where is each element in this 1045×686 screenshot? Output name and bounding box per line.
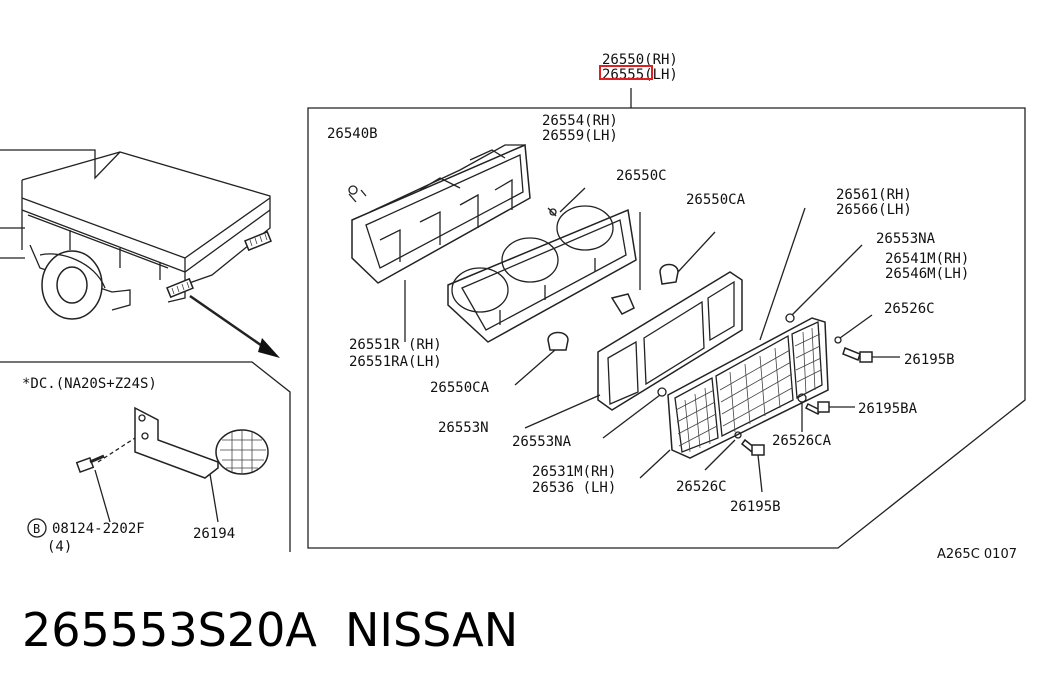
label-26551r-rh: 26551R (RH) xyxy=(349,337,442,353)
bulbs xyxy=(514,212,716,386)
label-26546m-lh: 26546M(LH) xyxy=(885,266,969,282)
label-26554-rh: 26554(RH) xyxy=(542,113,618,129)
label-26559-lh: 26559(LH) xyxy=(542,128,618,144)
label-26551ra-lh: 26551RA(LH) xyxy=(349,354,442,370)
label-26553na-top: 26553NA xyxy=(876,231,936,247)
label-26526c-bottom: 26526C xyxy=(676,479,727,495)
label-26550c: 26550C xyxy=(616,168,667,184)
label-26194: 26194 xyxy=(193,526,235,542)
label-26550-rh: 26550(RH) xyxy=(602,52,678,68)
label-26566-lh: 26566(LH) xyxy=(836,202,912,218)
highlight-box xyxy=(599,65,653,80)
reflector xyxy=(447,187,637,343)
inset-panel xyxy=(0,361,291,552)
label-26195b-top: 26195B xyxy=(904,352,955,368)
brand-name: NISSAN xyxy=(345,603,518,657)
fasteners xyxy=(704,314,900,493)
label-bolt-qty: (4) xyxy=(47,539,72,555)
label-26553n: 26553N xyxy=(438,420,489,436)
part-number: 265553S20A xyxy=(22,603,317,657)
label-26550ca-bottom: 26550CA xyxy=(430,380,490,396)
part-labels: 26550(RH) 26555(LH) 26540B 26554(RH) 265… xyxy=(22,52,1017,562)
label-26553na-bottom: 26553NA xyxy=(512,434,572,450)
label-26555-lh: 26555(LH) xyxy=(602,67,678,83)
label-26550ca-top: 26550CA xyxy=(686,192,746,208)
lamp-housing xyxy=(348,143,531,342)
label-26536-lh: 26536 (LH) xyxy=(532,480,616,496)
label-bolt-code: 08124-2202F xyxy=(52,521,145,537)
label-bolt-mark: B xyxy=(33,522,40,536)
label-26526ca: 26526CA xyxy=(772,433,832,449)
diagram-ref-code: A265C 0107 xyxy=(937,547,1017,562)
label-26195ba: 26195BA xyxy=(858,401,918,417)
label-26195b-bottom: 26195B xyxy=(730,499,781,515)
label-26561-rh: 26561(RH) xyxy=(836,187,912,203)
label-26526c-top: 26526C xyxy=(884,301,935,317)
label-inset-note: *DC.(NA20S+Z24S) xyxy=(22,376,157,392)
label-26531m-rh: 26531M(RH) xyxy=(532,464,616,480)
assembly-frame xyxy=(307,107,1026,549)
lens xyxy=(639,207,829,479)
gasket xyxy=(524,244,863,439)
label-26540b: 26540B xyxy=(327,126,378,142)
label-26541m-rh: 26541M(RH) xyxy=(885,251,969,267)
truck-illustration xyxy=(0,149,280,358)
